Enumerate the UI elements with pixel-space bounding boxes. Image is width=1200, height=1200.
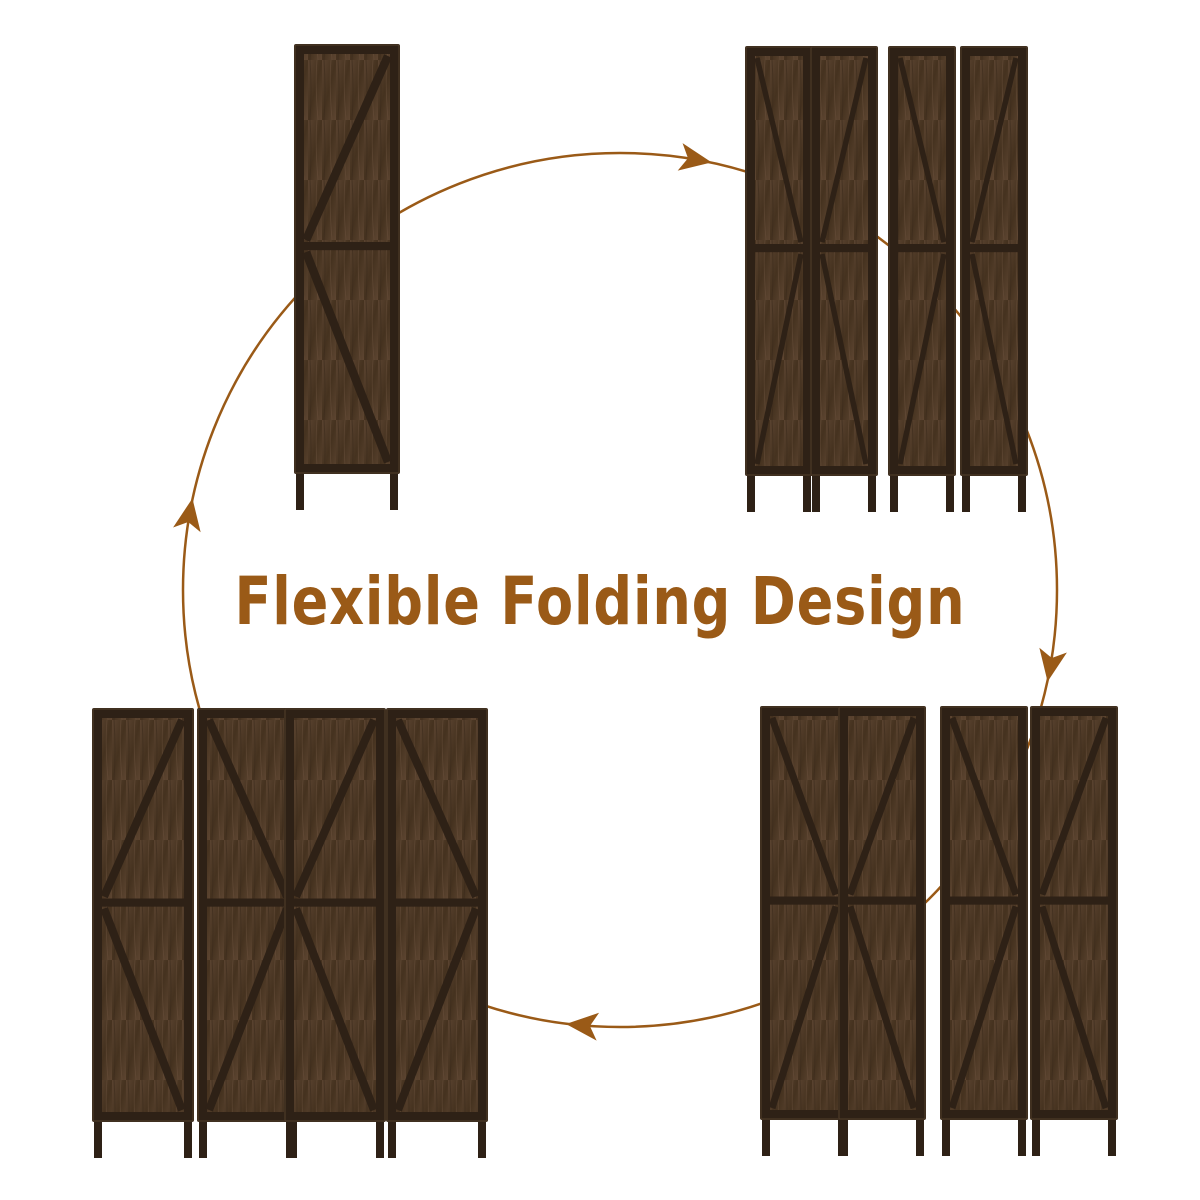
screen-panel: [940, 706, 1028, 1156]
arrowhead-icon: [565, 1012, 600, 1041]
headline: Flexible Folding Design: [234, 563, 966, 640]
screen-panel: [1030, 706, 1118, 1156]
screen-panel: [92, 708, 194, 1158]
screen-panel: [197, 708, 299, 1158]
arrowhead-icon: [677, 143, 712, 171]
screen-zigzag-wide: [760, 706, 1118, 1156]
screen-zigzag-narrow: [745, 46, 1028, 512]
screen-panel: [284, 708, 386, 1158]
screen-panel: [960, 46, 1028, 512]
screen-panel: [386, 708, 488, 1158]
screen-folded: [294, 44, 400, 510]
arrowhead-icon: [1039, 647, 1067, 682]
screen-flat-open: [92, 708, 488, 1158]
screen-panel: [745, 46, 813, 512]
circular-arrow-icon: [173, 143, 1067, 1041]
arrowhead-icon: [173, 498, 201, 533]
screen-panel: [294, 44, 400, 510]
screen-panel: [838, 706, 926, 1156]
screen-panel: [810, 46, 878, 512]
screen-panel: [760, 706, 848, 1156]
screen-panel: [888, 46, 956, 512]
